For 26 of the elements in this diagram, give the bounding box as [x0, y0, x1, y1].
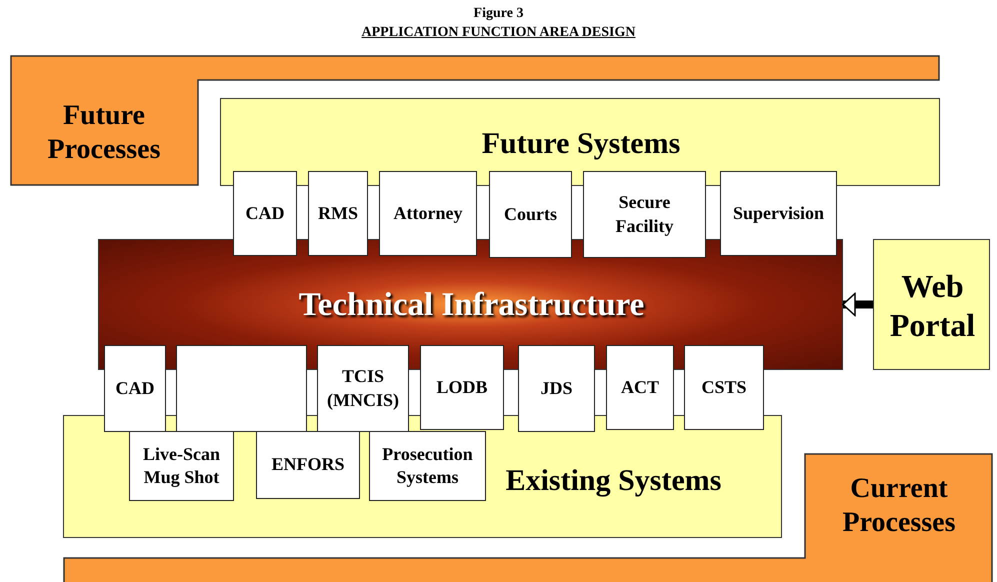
arrow — [842, 292, 873, 316]
system-box: LODB — [420, 345, 504, 430]
system-box: TCIS (MNCIS) — [317, 345, 409, 432]
heading-text: Current Processes — [842, 472, 956, 540]
figure-title: Figure 3 — [472, 6, 524, 22]
system-box: Live-Scan Mug Shot — [129, 431, 234, 501]
heading-text: Future Processes — [46, 99, 162, 167]
system-box: CSTS — [684, 345, 764, 430]
system-box: CAD — [104, 345, 166, 432]
system-box: CAD — [233, 171, 297, 256]
heading-text: Technical Infrastructure — [298, 286, 646, 325]
heading-text: Future Systems — [480, 126, 682, 162]
system-box: ENFORS — [256, 431, 360, 499]
system-box: Prosecution Systems — [369, 431, 486, 501]
portal-box — [873, 239, 990, 370]
system-box: Secure Facility — [583, 171, 706, 258]
system-box: Supervision — [720, 171, 837, 256]
system-box — [176, 345, 307, 432]
system-box: RMS — [308, 171, 368, 256]
system-box: Attorney — [379, 171, 477, 256]
system-box: Courts — [489, 171, 572, 258]
heading-text: Web Portal — [888, 267, 976, 344]
figure-caption: APPLICATION FUNCTION AREA DESIGN — [362, 25, 636, 41]
system-box: ACT — [606, 345, 674, 430]
system-box: JDS — [518, 345, 595, 432]
process-band — [10, 55, 940, 186]
